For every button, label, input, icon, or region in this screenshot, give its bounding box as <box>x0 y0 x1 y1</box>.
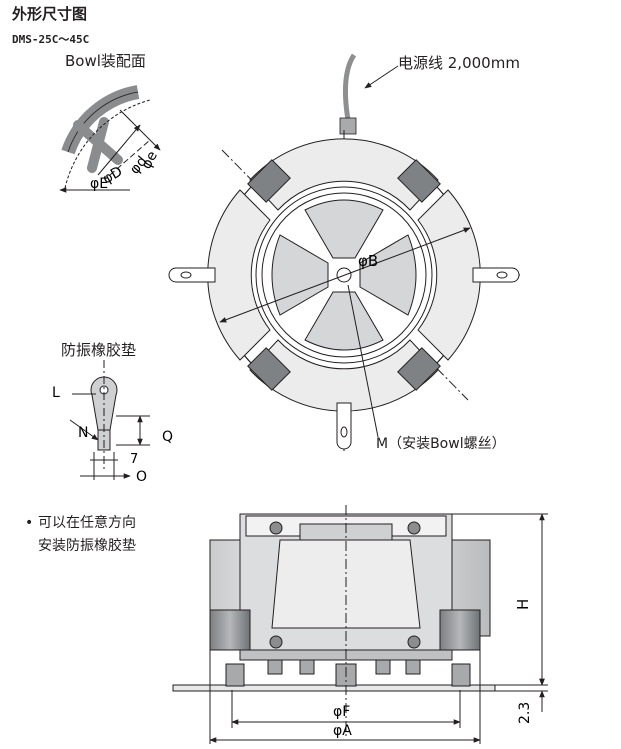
dim-F: φF <box>333 704 350 720</box>
note-line-2: 安装防振橡胶垫 <box>38 538 136 554</box>
top-view-drawing <box>168 130 520 452</box>
bowl-mount-face-drawing <box>59 85 161 193</box>
note-line-1: 可以在任意方向 <box>38 515 136 531</box>
dim-O: O <box>136 469 147 485</box>
dim-A: φA <box>333 723 352 739</box>
bowl-cross-slot <box>73 117 123 173</box>
power-cable-label: 电源线 2,000mm <box>398 54 520 72</box>
dim-B: φB <box>358 252 378 270</box>
note-bullet: • <box>25 515 34 531</box>
dim-e: φe <box>138 149 161 172</box>
dim-L: L <box>52 385 60 401</box>
dim-7: 7 <box>130 452 138 467</box>
page-title: 外形尺寸图 <box>12 5 88 23</box>
dim-E: φE <box>90 176 108 192</box>
dim-H: H <box>514 599 532 610</box>
power-cable <box>339 53 399 135</box>
dim-Q: Q <box>162 429 173 445</box>
bowl-mount-face-label: Bowl装配面 <box>65 52 146 70</box>
rubber-mount-label: 防振橡胶垫 <box>61 341 137 359</box>
side-view-drawing <box>172 505 548 744</box>
dim-N: N <box>78 425 88 441</box>
rubber-mount-drawing <box>69 360 150 480</box>
model-range: DMS-25C～45C <box>12 33 90 46</box>
mounting-note: • 可以在任意方向 安装防振橡胶垫 <box>25 512 136 558</box>
bowl-bolt-label: M（安装Bowl螺丝） <box>376 436 506 452</box>
dim-2-3: 2.3 <box>517 702 533 724</box>
